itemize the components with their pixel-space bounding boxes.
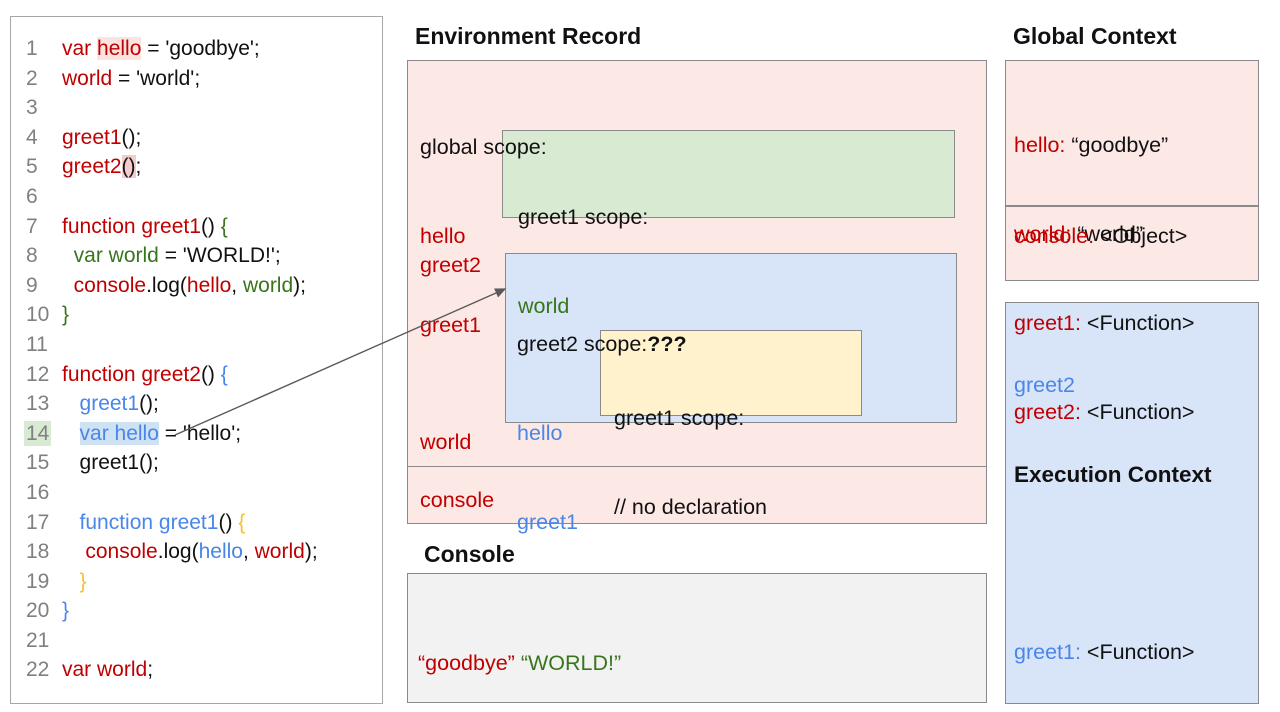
execution-context-content: greet2 Execution Context greet1: <Functi…	[1014, 312, 1212, 712]
global-var-greet2: greet2	[420, 253, 481, 277]
ec-entry-greet1: greet1: <Function>	[1014, 639, 1195, 664]
greet1-scope-label: greet1 scope:	[518, 205, 649, 230]
inner-greet1-scope-content: greet1 scope: // no declaration	[614, 345, 767, 582]
execution-context-name: greet2	[1014, 373, 1075, 398]
code-line: 16	[26, 480, 50, 504]
global-context-entries: hello: “goodbye” world: “world” greet1: …	[1014, 72, 1194, 486]
code-line: 20}	[26, 599, 70, 623]
code-line: 14 var hello = 'hello';	[24, 420, 242, 446]
code-line: 15 greet1();	[26, 451, 159, 475]
gc-entry-hello: hello: “goodbye”	[1014, 133, 1169, 158]
code-line: 9 console.log(hello, world);	[26, 273, 306, 297]
greet2-scope-var-greet1: greet1	[517, 509, 578, 534]
gc-entry-greet1: greet1: <Function>	[1014, 310, 1195, 335]
code-line: 13 greet1();	[26, 392, 159, 416]
global-var-hello: hello	[420, 223, 466, 248]
environment-record-title: Environment Record	[415, 23, 642, 49]
spacer	[1014, 549, 1212, 579]
code-line: 8 var world = 'WORLD!';	[26, 244, 281, 268]
global-context-console-box	[1005, 206, 1259, 281]
execution-context-box	[1005, 302, 1259, 704]
execution-context-title: Execution Context	[1014, 461, 1212, 487]
greet1-scope-var-world: world	[518, 293, 570, 318]
environment-record-console-row	[407, 466, 987, 524]
inner-greet1-scope-comment: // no declaration	[614, 494, 767, 519]
greet1-scope-box	[502, 130, 955, 218]
inner-greet1-scope-label: greet1 scope:	[614, 406, 745, 431]
greet2-scope-var-hello: hello	[517, 420, 563, 445]
code-line: 6	[26, 184, 38, 208]
global-var-world: world	[420, 430, 472, 454]
code-line: 11	[26, 332, 48, 356]
console-output: “goodbye” “WORLD!” undefined “world”	[418, 590, 621, 712]
code-line: 19 }	[26, 569, 87, 593]
greet2-scope-content: greet2 scope:??? hello greet1	[517, 271, 687, 597]
global-scope-label: global scope:	[420, 135, 547, 160]
global-context-title: Global Context	[1013, 23, 1177, 49]
code-line: 18 console.log(hello, world);	[26, 540, 318, 564]
inner-greet1-scope-box	[600, 330, 862, 416]
global-var-console: console	[420, 488, 495, 512]
greet1-scope-content: greet1 scope: world	[518, 144, 648, 381]
code-line: 21	[26, 628, 50, 652]
greet2-scope-header: greet2 scope:???	[517, 332, 687, 357]
console-output-box	[407, 573, 987, 703]
code-line: 17 function greet1() {	[26, 510, 246, 534]
console-title: Console	[424, 541, 515, 567]
code-line: 10}	[26, 303, 70, 327]
gc-entry-greet2: greet2: <Function>	[1014, 399, 1195, 424]
gc-entry-world: world: “world”	[1014, 221, 1144, 246]
global-context-box	[1005, 60, 1259, 206]
gc-entry-console: console: <Object>	[1014, 224, 1188, 248]
console-output-line-1: “goodbye” “WORLD!”	[418, 651, 622, 676]
code-line: 3	[26, 96, 38, 120]
